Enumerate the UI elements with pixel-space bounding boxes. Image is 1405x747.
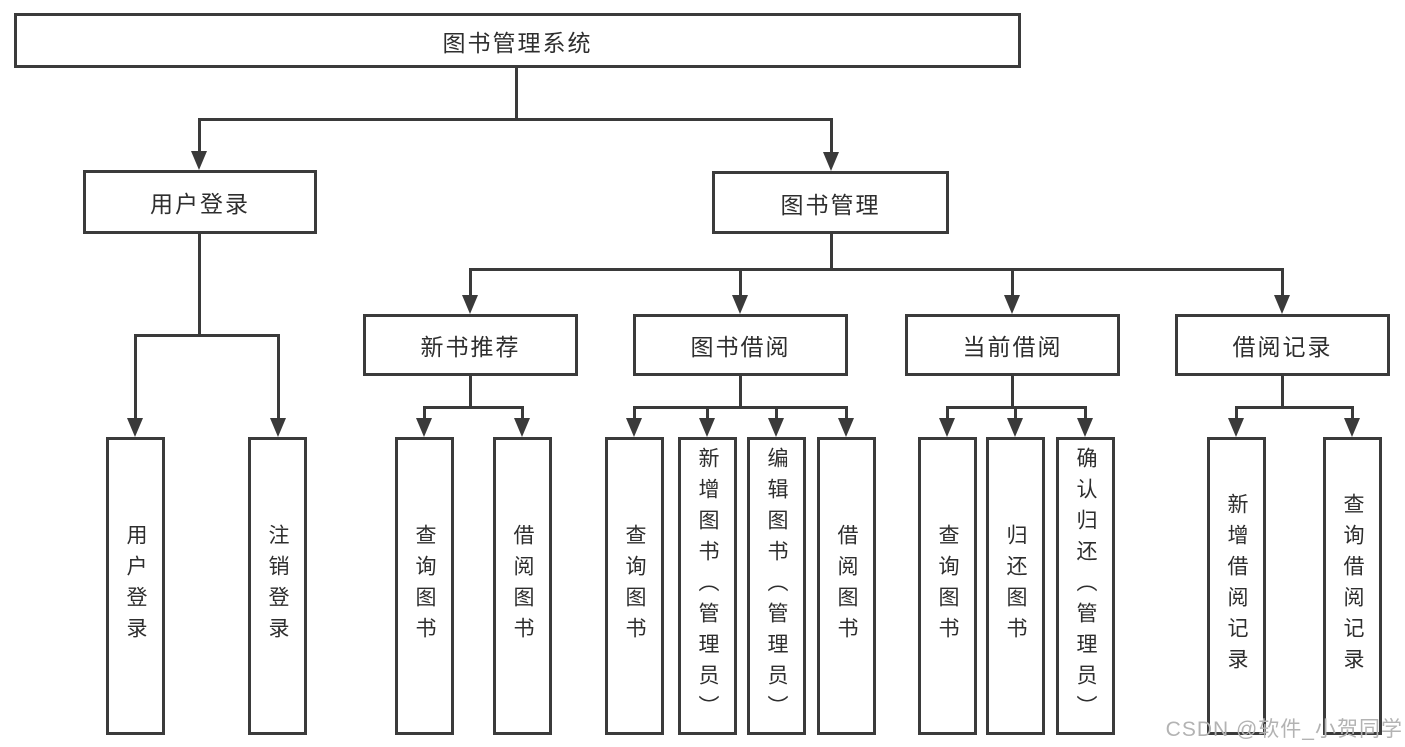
connector-bookborrow-bar <box>633 406 848 409</box>
connector-stem-user-login <box>198 118 201 154</box>
connector-bookmgmt-bar <box>469 268 1283 271</box>
leaf-query-books-recommend: 查询图书 <box>395 437 454 735</box>
connector-stem-borrow-records <box>1281 268 1284 298</box>
connector-stem-leaf <box>633 406 636 420</box>
leaf-label: 查询图书 <box>936 524 959 648</box>
node-label: 借阅记录 <box>1232 334 1333 360</box>
node-current-borrow: 当前借阅 <box>905 314 1120 376</box>
leaf-borrow-books-recommend: 借阅图书 <box>493 437 552 735</box>
arrowhead-leaf-return-book <box>1007 418 1023 437</box>
connector-userlogin-stem <box>198 233 201 337</box>
arrowhead-leaf-borrow-book <box>838 418 854 437</box>
connector-stem-leaf <box>1235 406 1238 420</box>
node-root-library-system: 图书管理系统 <box>14 13 1021 68</box>
leaf-add-book-admin: 新增图书（管理员） <box>678 437 737 735</box>
connector-records-bar <box>1235 406 1354 409</box>
arrowhead-leaf-logout <box>270 418 286 437</box>
leaf-label: 用户登录 <box>124 524 147 648</box>
node-new-book-recommend: 新书推荐 <box>363 314 578 376</box>
node-label: 用户登录 <box>150 191 250 217</box>
arrowhead-leaf-query-borrow <box>626 418 642 437</box>
connector-stem-leaf <box>1084 406 1087 420</box>
leaf-label: 查询图书 <box>413 524 436 648</box>
connector-stem-leaf <box>706 406 709 420</box>
leaf-label: 归还图书 <box>1004 524 1027 648</box>
node-user-login: 用户登录 <box>83 170 317 234</box>
leaf-query-books-current: 查询图书 <box>918 437 977 735</box>
node-label: 当前借阅 <box>962 334 1063 360</box>
connector-newbook-stem <box>469 376 472 409</box>
leaf-return-book: 归还图书 <box>986 437 1045 735</box>
arrowhead-leaf-add-book <box>699 418 715 437</box>
arrowhead-user-login <box>191 151 207 170</box>
connector-stem-current-borrow <box>1011 268 1014 298</box>
connector-stem-new-book <box>469 268 472 298</box>
node-label: 新书推荐 <box>420 334 521 360</box>
arrowhead-book-borrow <box>732 295 748 314</box>
arrowhead-book-management <box>823 152 839 171</box>
connector-userlogin-bar <box>134 334 280 337</box>
connector-stem-leaf <box>423 406 426 420</box>
leaf-query-books-borrow: 查询图书 <box>605 437 664 735</box>
arrowhead-leaf-borrow-recommend <box>514 418 530 437</box>
node-label: 图书借阅 <box>690 334 791 360</box>
leaf-label: 确认归还（管理员） <box>1074 446 1097 726</box>
connector-root-stem <box>515 66 518 121</box>
node-label: 图书管理系统 <box>442 29 593 56</box>
leaf-user-login: 用户登录 <box>106 437 165 735</box>
arrowhead-borrow-records <box>1274 295 1290 314</box>
connector-stem-leaf-logout <box>277 334 280 420</box>
connector-bookborrow-stem <box>739 376 742 409</box>
connector-stem-leaf <box>946 406 949 420</box>
node-book-management: 图书管理 <box>712 171 949 234</box>
arrowhead-current-borrow <box>1004 295 1020 314</box>
arrowhead-leaf-add-record <box>1228 418 1244 437</box>
connector-stem-leaf <box>1351 406 1354 420</box>
arrowhead-new-book <box>462 295 478 314</box>
leaf-edit-book-admin: 编辑图书（管理员） <box>747 437 806 735</box>
leaf-label: 查询图书 <box>623 524 646 648</box>
leaf-label: 借阅图书 <box>511 524 534 648</box>
leaf-add-borrow-record: 新增借阅记录 <box>1207 437 1266 735</box>
connector-stem-book-borrow <box>739 268 742 298</box>
leaf-label: 新增借阅记录 <box>1225 493 1248 679</box>
node-borrow-records: 借阅记录 <box>1175 314 1390 376</box>
connector-newbook-bar <box>423 406 524 409</box>
connector-stem-leaf <box>775 406 778 420</box>
connector-stem-leaf <box>845 406 848 420</box>
leaf-query-borrow-record: 查询借阅记录 <box>1323 437 1382 735</box>
node-label: 图书管理 <box>780 191 881 218</box>
leaf-logout: 注销登录 <box>248 437 307 735</box>
connector-records-stem <box>1281 376 1284 409</box>
connector-stem-leaf <box>521 406 524 420</box>
leaf-label: 编辑图书（管理员） <box>765 446 788 726</box>
leaf-label: 借阅图书 <box>835 524 858 648</box>
connector-root-bar <box>198 118 832 121</box>
connector-bookmgmt-stem <box>830 233 833 271</box>
connector-currentborrow-stem <box>1011 376 1014 409</box>
arrowhead-leaf-query-record <box>1344 418 1360 437</box>
leaf-label: 新增图书（管理员） <box>696 446 719 726</box>
arrowhead-leaf-query-recommend <box>416 418 432 437</box>
leaf-label: 查询借阅记录 <box>1341 493 1364 679</box>
arrowhead-leaf-query-current <box>939 418 955 437</box>
connector-stem-book-management <box>830 118 833 154</box>
leaf-confirm-return-admin: 确认归还（管理员） <box>1056 437 1115 735</box>
arrowhead-leaf-edit-book <box>768 418 784 437</box>
connector-stem-leaf <box>1014 406 1017 420</box>
arrowhead-leaf-user-login <box>127 418 143 437</box>
csdn-watermark: CSDN @软件_小贺同学 <box>1165 718 1403 741</box>
connector-stem-leaf-user-login <box>134 334 137 420</box>
arrowhead-leaf-confirm-return <box>1077 418 1093 437</box>
leaf-borrow-books: 借阅图书 <box>817 437 876 735</box>
node-book-borrow: 图书借阅 <box>633 314 848 376</box>
leaf-label: 注销登录 <box>266 524 289 648</box>
